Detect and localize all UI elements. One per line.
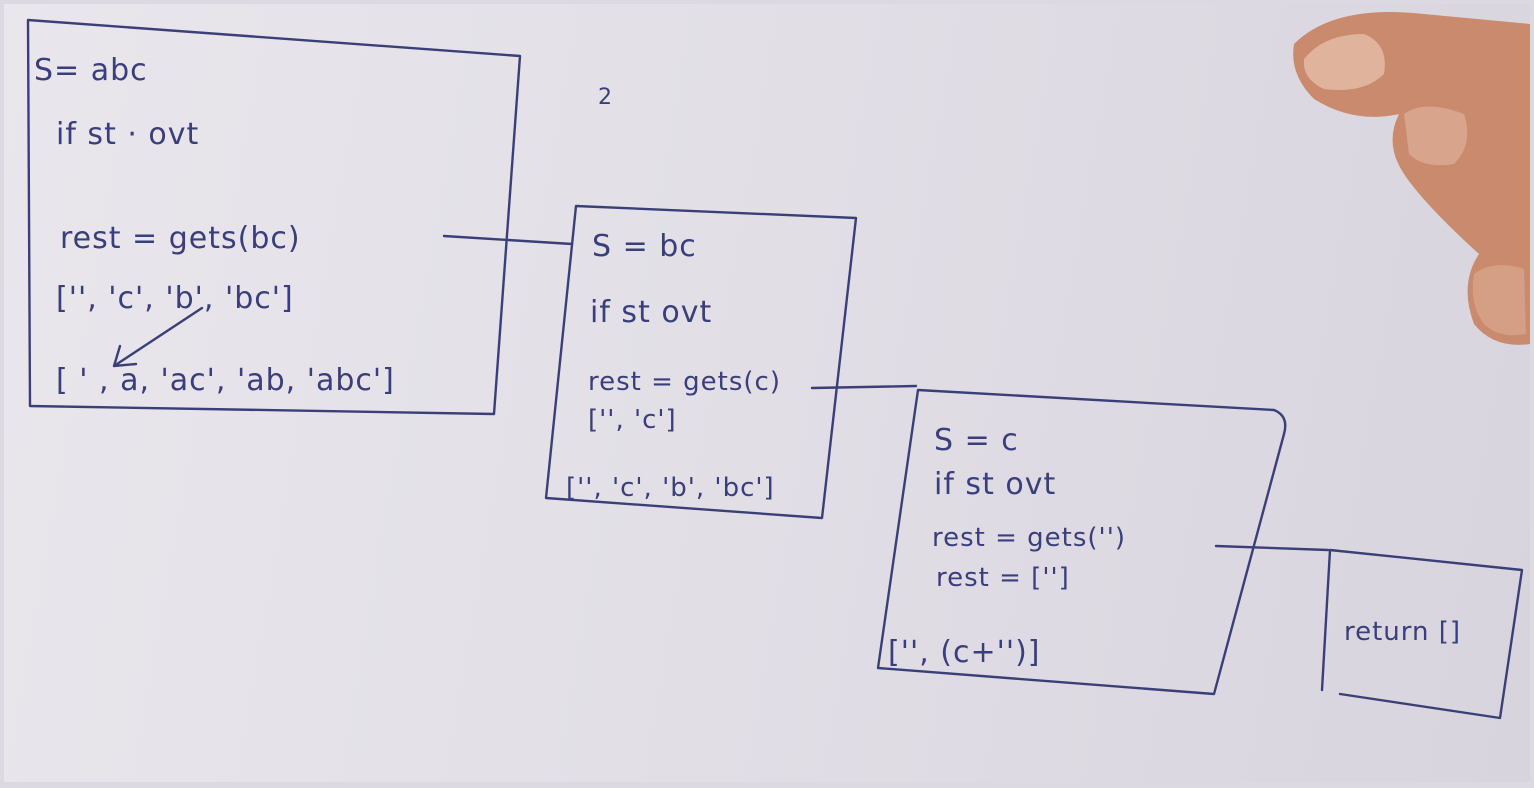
frame-3-line-4: rest = ['']: [936, 563, 1070, 593]
frame-1-line-1: S= abc: [34, 53, 148, 88]
finger-shape: [1293, 12, 1530, 345]
frame-1-line-2: if st · ovt: [56, 117, 199, 152]
frame-3-box: [876, 388, 1287, 696]
frame-2-line-4: ['', 'c']: [588, 405, 677, 435]
connector-3-4: [1214, 544, 1330, 552]
arrow-mark: [112, 306, 204, 368]
frame-4-box: [1320, 548, 1524, 720]
frame-3-line-3: rest = gets(''): [932, 523, 1126, 553]
frame-2-line-3: rest = gets(c): [588, 367, 781, 397]
frame-1-line-3: rest = gets(bc): [60, 221, 301, 256]
frame-3-line-2: if st ovt: [934, 467, 1056, 502]
connector-1-2: [442, 234, 574, 246]
stray-mark: 2: [598, 85, 613, 110]
frame-2-line-2: if st ovt: [590, 295, 712, 330]
frame-4-line-1: return []: [1344, 617, 1461, 647]
whiteboard: S= abc if st · ovt rest = gets(bc) ['', …: [4, 4, 1530, 782]
frame-3-line-1: S = c: [934, 423, 1019, 458]
frame-2-line-1: S = bc: [592, 229, 697, 264]
recursion-diagram: S= abc if st · ovt rest = gets(bc) ['', …: [26, 12, 1530, 720]
frame-3-line-5: ['', (c+'')]: [888, 635, 1041, 670]
frame-1-line-4: ['', 'c', 'b', 'bc']: [56, 281, 294, 316]
frame-1-line-5: [ ' , a, 'ac', 'ab, 'abc']: [56, 363, 395, 398]
frame-1-box: [26, 18, 522, 416]
frame-2-box: [544, 204, 858, 520]
connector-2-3: [810, 384, 918, 390]
frame-2-line-5: ['', 'c', 'b', 'bc']: [566, 473, 775, 503]
